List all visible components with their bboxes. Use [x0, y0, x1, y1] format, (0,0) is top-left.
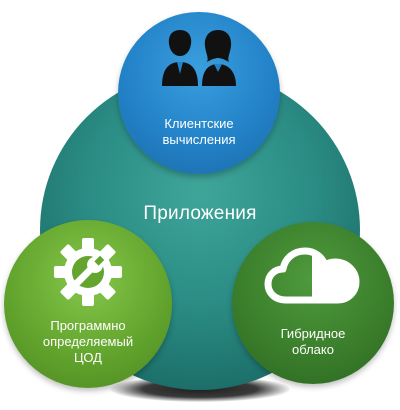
gear-wrench-icon [54, 238, 122, 306]
sddc-node: Программно определяемый ЦОД [4, 220, 172, 388]
sddc-label: Программно определяемый ЦОД [4, 318, 172, 366]
client-line-1: Клиентские [164, 116, 234, 131]
sddc-line-1: Программно [50, 318, 126, 333]
people-icon [162, 30, 236, 86]
client-computing-node: Клиентские вычисления [118, 12, 280, 174]
sddc-line-2: определяемый [42, 334, 134, 349]
sddc-line-3: ЦОД [74, 350, 102, 365]
cloud-icon [264, 247, 360, 304]
hybrid-line-2: облако [292, 342, 334, 357]
hybrid-cloud-node: Гибридное облако [232, 222, 394, 384]
client-line-2: вычисления [162, 132, 236, 147]
hybrid-cloud-label: Гибридное облако [232, 326, 394, 358]
applications-label: Приложения [143, 203, 257, 224]
hybrid-line-1: Гибридное [280, 326, 346, 341]
client-computing-label: Клиентские вычисления [118, 116, 280, 148]
